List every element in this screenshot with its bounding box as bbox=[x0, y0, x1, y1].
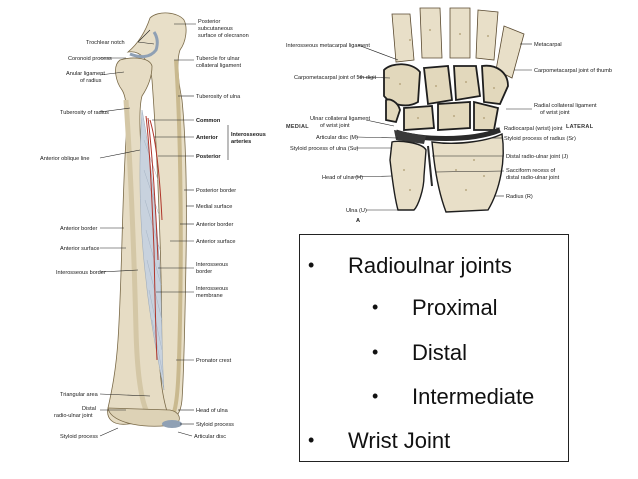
label-styloid-process-right: Styloid process bbox=[196, 422, 234, 428]
label-interosseous-membrane: Interosseous bbox=[196, 286, 228, 292]
label-sacciform-2: distal radio-ulnar joint bbox=[506, 175, 560, 181]
label-radio-ulnar-joint: radio-ulnar joint bbox=[54, 413, 93, 419]
ulna-section bbox=[389, 140, 427, 211]
label-of-radius: of radius bbox=[80, 78, 102, 84]
label-coronoid-process: Coronoid process bbox=[68, 56, 112, 62]
bullet-1: • bbox=[308, 255, 315, 275]
label-articular-disc-m: Articular disc (M) bbox=[316, 135, 358, 141]
label-cmc-thumb: Carpometacarpal joint of thumb bbox=[534, 68, 612, 74]
label-figure-a: A bbox=[356, 218, 360, 224]
label-anterior-border: Anterior border bbox=[60, 226, 97, 232]
label-tuberosity-ulna: Tuberosity of ulna bbox=[196, 94, 241, 100]
interosseous-arteries bbox=[145, 115, 163, 361]
label-ulnar-wrist-joint: of wrist joint bbox=[320, 123, 350, 129]
label-interosseous-arteries: Interosseous bbox=[231, 132, 266, 138]
label-posterior-artery: Posterior bbox=[196, 154, 221, 160]
radius-section bbox=[431, 132, 504, 213]
label-subcutaneous: subcutaneous bbox=[198, 26, 233, 32]
label-tuberosity-radius: Tuberosity of radius bbox=[60, 110, 109, 116]
label-posterior-border: Posterior border bbox=[196, 188, 236, 194]
label-anterior-artery: Anterior bbox=[196, 135, 219, 141]
bullet-5: • bbox=[308, 430, 315, 450]
joints-list-box: • Radioulnar joints • Proximal • Distal … bbox=[299, 234, 569, 462]
label-medial-surface: Medial surface bbox=[196, 204, 232, 210]
label-anterior-surface-r: Anterior surface bbox=[196, 239, 235, 245]
label-tubercle-ulnar: Tubercle for ulnar bbox=[196, 56, 240, 62]
label-styloid-ulna: Styloid process of ulna (Su) bbox=[290, 146, 359, 152]
label-collateral-ligament: collateral ligament bbox=[196, 63, 242, 69]
list-item-intermediate: Intermediate bbox=[412, 384, 535, 409]
label-articular-disc-left: Articular disc bbox=[194, 434, 226, 440]
label-border-r: border bbox=[196, 269, 212, 275]
list-item-distal: Distal bbox=[412, 340, 468, 365]
bullet-4: • bbox=[372, 386, 379, 406]
label-sacciform: Sacciform recess of bbox=[506, 168, 556, 174]
label-common: Common bbox=[196, 118, 221, 124]
label-distal-radioulnar: Distal radio-ulnar joint (J) bbox=[506, 154, 568, 160]
label-interosseous-border-r: Interosseous bbox=[196, 262, 228, 268]
label-radial-collateral: Radial collateral ligament bbox=[534, 103, 597, 109]
label-interosseous-border: Interosseous border bbox=[56, 270, 106, 276]
wrist-figure: Interosseous metacarpal ligament Carpome… bbox=[286, 7, 612, 224]
label-head-ulna: Head of ulna bbox=[196, 408, 229, 414]
label-ulnar-collateral: Ulnar collateral ligament bbox=[310, 116, 370, 122]
label-trochlear-notch: Trochlear notch bbox=[86, 40, 125, 46]
list-item-radioulnar: Radioulnar joints bbox=[348, 253, 512, 278]
list-item-wrist-joint: Wrist Joint bbox=[348, 428, 451, 453]
label-radius-r: Radius (R) bbox=[506, 194, 533, 200]
label-triangular-area: Triangular area bbox=[60, 392, 99, 398]
label-arteries: arteries bbox=[231, 139, 251, 145]
label-ulna-u: Ulna (U) bbox=[346, 208, 367, 214]
label-medial: MEDIAL bbox=[286, 124, 309, 130]
label-membrane: membrane bbox=[196, 293, 223, 299]
label-anterior-border-r: Anterior border bbox=[196, 222, 233, 228]
label-lateral: LATERAL bbox=[566, 124, 594, 130]
label-styloid-process-left: Styloid process bbox=[60, 434, 98, 440]
label-radial-wrist-joint: of wrist joint bbox=[540, 110, 570, 116]
label-distal: Distal bbox=[82, 406, 96, 412]
label-pronator-crest: Pronator crest bbox=[196, 358, 232, 364]
label-surface-olecranon: surface of olecranon bbox=[198, 33, 249, 39]
label-anular-ligament: Anular ligament bbox=[66, 71, 105, 77]
bullet-2: • bbox=[372, 297, 379, 317]
label-interosseous-metacarpal: Interosseous metacarpal ligament bbox=[286, 43, 370, 49]
label-metacarpal: Metacarpal bbox=[534, 42, 562, 48]
forearm-figure: Trochlear notch Coronoid process Anular … bbox=[40, 12, 266, 440]
label-cmc-5th: Carpometacarpal joint of 5th digit bbox=[294, 75, 377, 81]
label-anterior-oblique-line: Anterior oblique line bbox=[40, 156, 89, 162]
label-anterior-surface: Anterior surface bbox=[60, 246, 99, 252]
label-radiocarpal: Radiocarpal (wrist) joint bbox=[504, 126, 563, 132]
label-posterior: Posterior bbox=[198, 19, 221, 25]
list-item-proximal: Proximal bbox=[412, 295, 498, 320]
bullet-3: • bbox=[372, 342, 379, 362]
label-styloid-radius: Styloid process of radius (Sr) bbox=[504, 136, 576, 142]
label-head-ulna-h: Head of ulna (H) bbox=[322, 175, 363, 181]
